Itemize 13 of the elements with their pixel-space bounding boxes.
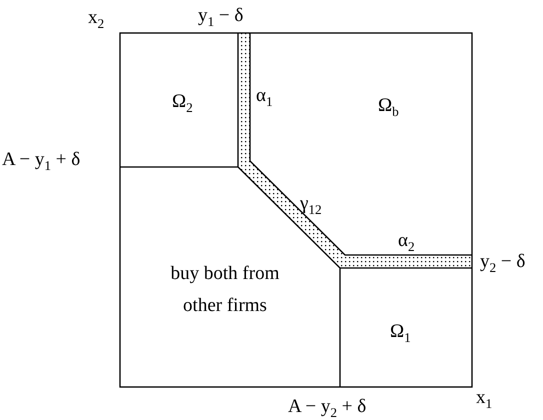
axis-label: x$_{2}$: [88, 6, 104, 33]
region-label: Ω$_{b}$: [378, 94, 399, 121]
tick-label: y$_{2}$ − δ: [480, 250, 526, 277]
region-label: Ω$_{2}$: [172, 90, 193, 117]
region-label: Ω$_{1}$: [390, 320, 411, 347]
boundary-label: α$_{2}$: [398, 229, 415, 256]
region-label: buy both from other firms: [170, 262, 280, 318]
axis-label: x$_{1}$: [476, 386, 492, 413]
boundary-label: γ$_{12}$: [300, 192, 322, 219]
tick-label: y$_{1}$ − δ: [198, 4, 244, 31]
boundary-label: α$_{1}$: [256, 84, 273, 111]
tick-label: A − y$_{1}$ + δ: [2, 148, 80, 175]
tick-label: A − y$_{2}$ + δ: [288, 395, 366, 420]
